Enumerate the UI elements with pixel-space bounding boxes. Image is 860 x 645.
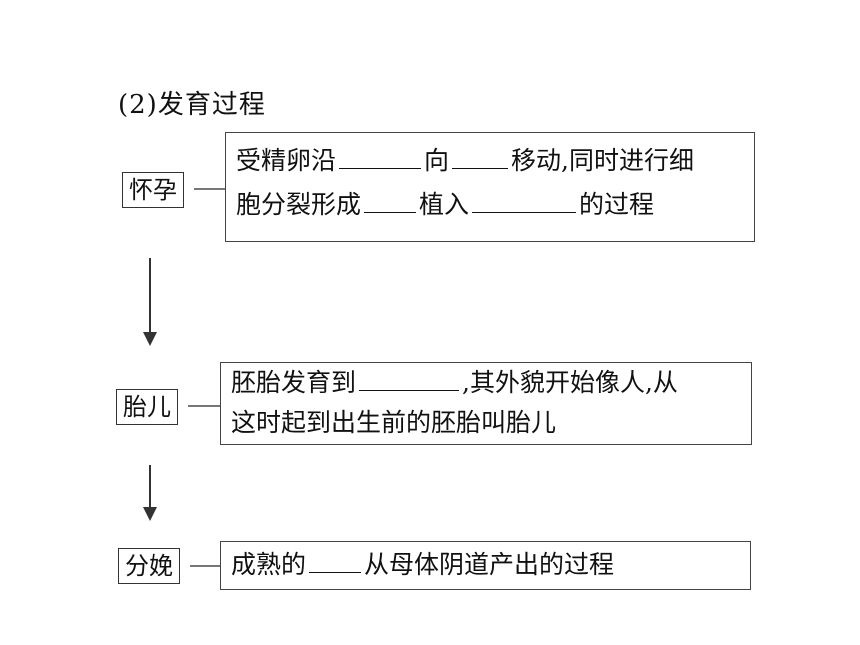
- description-text: 这时起到出生前的胚胎叫胎儿: [231, 408, 557, 437]
- description-box-fetus: 胚胎发育到 ,其外貌开始像人,从 这时起到出生前的胚胎叫胎儿: [220, 362, 752, 445]
- description-text: 移动,同时进行细: [511, 146, 694, 175]
- description-line: 胚胎发育到 ,其外貌开始像人,从: [231, 363, 741, 403]
- arrow-head: [143, 332, 157, 346]
- description-text: 胚胎发育到: [231, 368, 357, 397]
- connector-line-pregnancy: [194, 188, 226, 190]
- arrow-head: [143, 507, 157, 521]
- down-arrow-icon: [143, 258, 157, 346]
- description-line: 胞分裂形成 植入 的过程: [236, 183, 744, 227]
- description-line: 成熟的 从母体阴道产出的过程: [231, 542, 740, 588]
- description-text: 从母体阴道产出的过程: [364, 550, 615, 579]
- fill-in-blank: [309, 546, 362, 573]
- arrow-shaft: [149, 465, 151, 509]
- description-box-pregnancy: 受精卵沿 向 移动,同时进行细 胞分裂形成 植入 的过程: [225, 132, 755, 242]
- fill-in-blank: [339, 142, 422, 169]
- fill-in-blank: [472, 186, 577, 213]
- description-text: 植入: [419, 190, 470, 219]
- description-text: 胞分裂形成: [236, 190, 362, 219]
- connector-line-fetus: [188, 405, 221, 407]
- description-line: 这时起到出生前的胚胎叫胎儿: [231, 403, 741, 443]
- connector-line-birth: [190, 565, 221, 567]
- stage-label-birth: 分娩: [118, 548, 180, 584]
- down-arrow-icon: [143, 465, 157, 521]
- section-heading: (2)发育过程: [118, 90, 266, 120]
- stage-label-fetus: 胎儿: [116, 389, 178, 425]
- arrow-shaft: [149, 258, 151, 334]
- description-text: 向: [424, 146, 450, 175]
- description-text: 的过程: [579, 190, 655, 219]
- description-text: 成熟的: [231, 550, 307, 579]
- description-text: ,其外貌开始像人,从: [462, 368, 678, 397]
- description-line: 受精卵沿 向 移动,同时进行细: [236, 139, 744, 183]
- description-box-birth: 成熟的 从母体阴道产出的过程: [220, 541, 751, 590]
- description-text: 受精卵沿: [236, 146, 337, 175]
- fill-in-blank: [364, 186, 417, 213]
- fill-in-blank: [359, 364, 460, 391]
- stage-label-pregnancy: 怀孕: [122, 172, 184, 208]
- fill-in-blank: [452, 142, 509, 169]
